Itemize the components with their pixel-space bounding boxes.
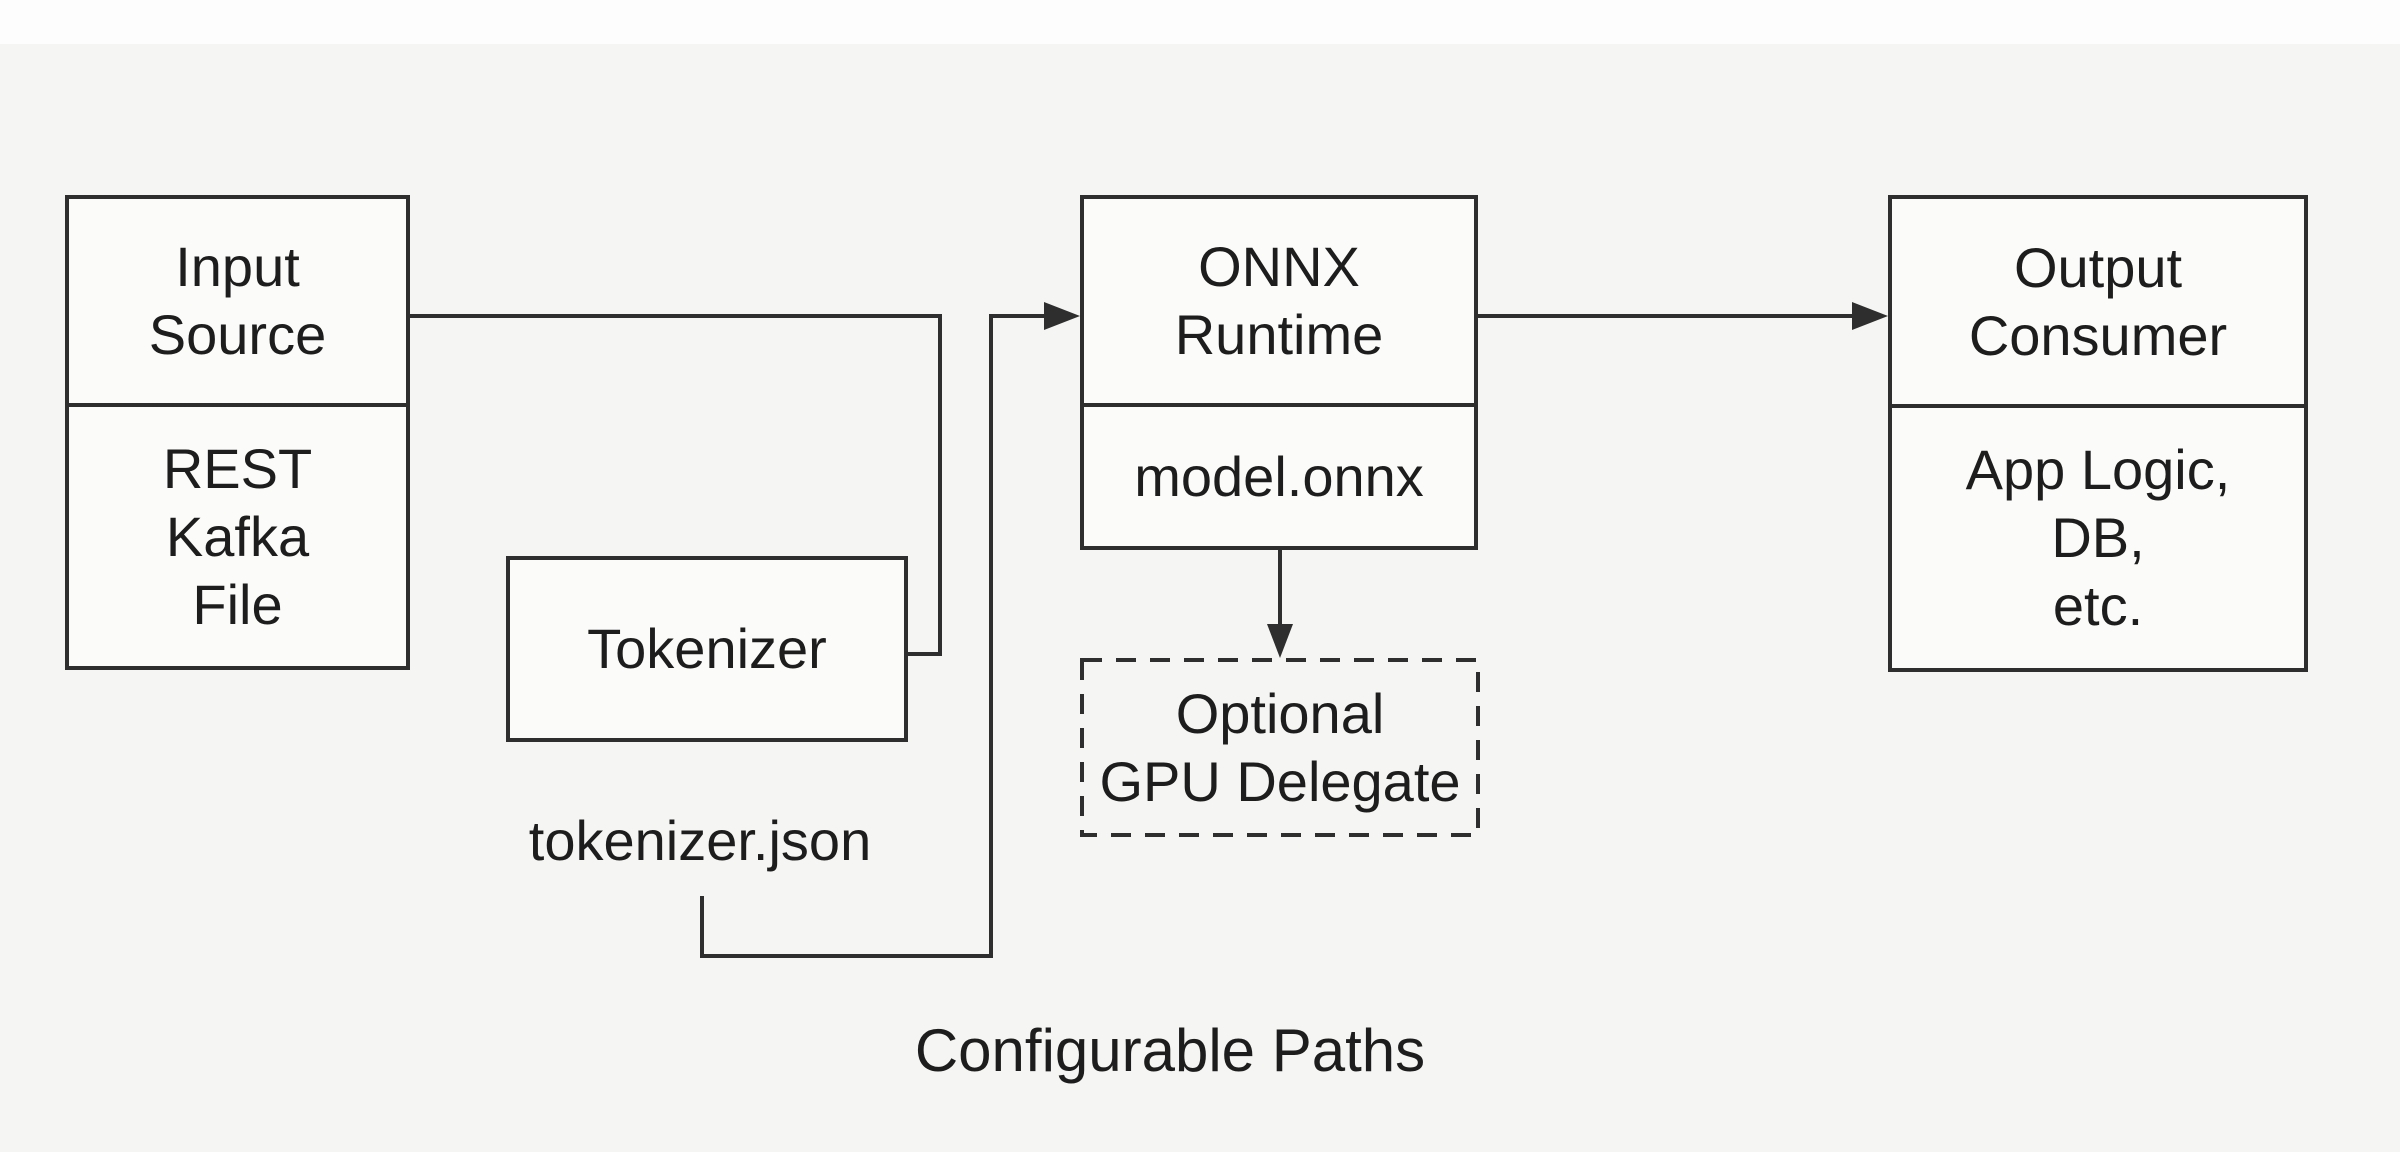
- input-source-title: Input Source: [148, 235, 327, 366]
- node-output-consumer: Output Consumer App Logic, DB, etc.: [1888, 195, 2308, 672]
- onnx-runtime-detail: model.onnx: [1134, 444, 1424, 508]
- tokenizer-title: Tokenizer: [587, 617, 827, 680]
- gpu-delegate-outline: [1080, 658, 1480, 837]
- edge-tokenizerjson-to-onnx: [700, 314, 1044, 958]
- arrowhead-into-onnx-icon: [1044, 302, 1080, 330]
- top-strip: [0, 0, 2400, 44]
- output-consumer-detail: App Logic, DB, etc.: [1965, 438, 2231, 637]
- onnx-runtime-title: ONNX Runtime: [1174, 235, 1384, 366]
- node-input-source: Input Source REST Kafka File: [65, 195, 410, 670]
- onnx-runtime-title-cell: ONNX Runtime: [1084, 199, 1474, 403]
- arrowhead-into-output-icon: [1852, 302, 1888, 330]
- output-consumer-title-cell: Output Consumer: [1892, 199, 2304, 404]
- tokenizer-title-cell: Tokenizer: [510, 560, 904, 738]
- diagram-caption: Configurable Paths: [914, 1016, 1426, 1084]
- node-tokenizer: Tokenizer: [506, 556, 908, 742]
- gpu-delegate-title: Optional GPU Delegate: [1099, 681, 1461, 813]
- node-gpu-delegate: Optional GPU Delegate: [1082, 660, 1478, 835]
- output-consumer-detail-cell: App Logic, DB, etc.: [1892, 404, 2304, 668]
- output-consumer-title: Output Consumer: [1968, 235, 2228, 367]
- input-source-detail-cell: REST Kafka File: [69, 403, 406, 666]
- input-source-title-cell: Input Source: [69, 199, 406, 403]
- arrowhead-into-gpu-icon: [1267, 624, 1293, 658]
- edge-input-to-tokenizer: [410, 314, 942, 656]
- tokenizer-file-label: tokenizer.json: [528, 808, 872, 872]
- node-onnx-runtime: ONNX Runtime model.onnx: [1080, 195, 1478, 550]
- input-source-detail: REST Kafka File: [162, 436, 313, 636]
- onnx-runtime-detail-cell: model.onnx: [1084, 403, 1474, 546]
- gpu-delegate-title-cell: Optional GPU Delegate: [1082, 660, 1478, 835]
